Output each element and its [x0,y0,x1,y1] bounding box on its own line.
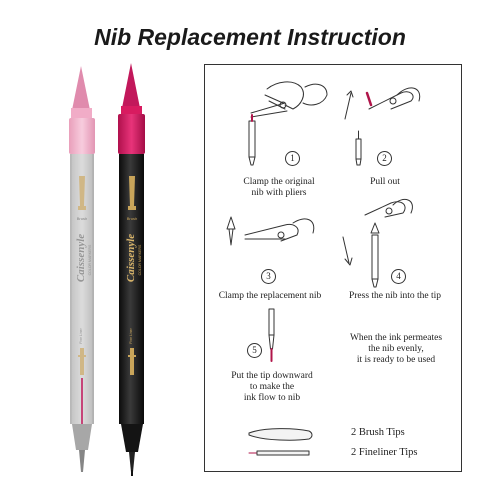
step-1-label: Clamp the original nib with pliers [243,177,315,198]
brush-tips-label: 2 Brush Tips [351,427,405,438]
step-2-number: 2 [377,151,392,166]
instruction-panel: 1 Clamp the original nib with pliers 2 P… [204,64,462,472]
left-pen-brand-mark: Brush [77,216,87,221]
right-pen-sub-label: COLOR MARKERS [138,244,142,275]
page-title: Nib Replacement Instruction [94,24,406,50]
step-3-label: Clamp the replacement nib [218,291,322,301]
step-3-illustration [226,216,315,246]
right-brush-tip [122,63,140,108]
right-pen-cap [118,114,145,154]
instruction-illustrations [226,81,421,456]
step-4-illustration [342,198,413,288]
left-pen-cap [69,118,95,154]
left-pen-fine-mark: Fine Liner [79,327,83,343]
brush-tip-icon [248,428,313,441]
right-pen-brand: Caissenyle [125,234,137,282]
left-brush-tip [72,66,90,110]
fineliner-tip-icon [248,450,310,456]
step-2-label: Pull out [370,177,400,187]
right-pen: Brush Caissenyle COLOR MARKERS Fine Line… [118,63,145,476]
step-5-illustration [268,308,275,362]
left-pen-brand: Caissenyle [75,234,87,282]
step-1-illustration [248,81,328,166]
left-pen-sub-label: COLOR MARKERS [88,244,92,275]
step-1-number: 1 [285,151,300,166]
step-5-number: 5 [247,343,262,358]
step-3-number: 3 [261,269,276,284]
fineliner-tips-label: 2 Fineliner Tips [351,447,418,458]
step-4-label: Press the nib into the tip [348,291,442,301]
step-4-number: 4 [391,269,406,284]
step-5-label: Put the tip downward to make the ink flo… [231,371,313,403]
right-pen-fine-mark: Fine Liner [129,327,133,343]
left-pen: Brush Caissenyle COLOR MARKERS Fine Line… [69,66,95,472]
marker-pens-illustration: Brush Caissenyle COLOR MARKERS Fine Line… [69,63,145,476]
step-2-illustration [344,87,421,166]
ready-note: When the ink permeates the nib evenly, i… [349,333,443,365]
right-pen-brand-mark: Brush [127,216,137,221]
